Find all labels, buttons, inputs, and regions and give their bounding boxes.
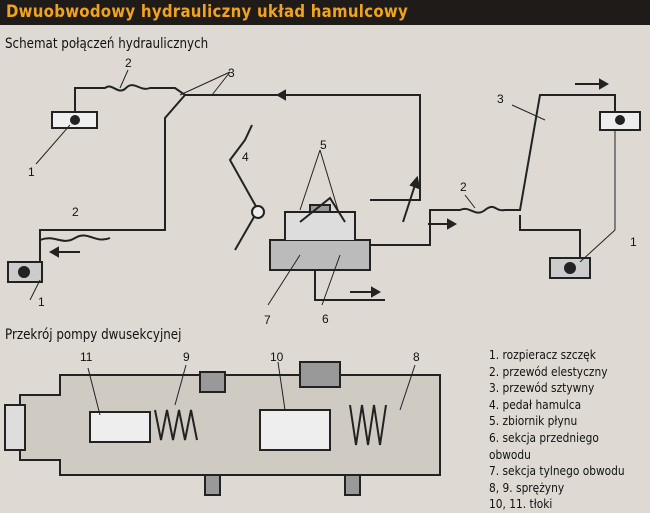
label-10: 10 [270,350,284,364]
label-1: 1 [38,295,45,309]
legend-item: 6. sekcja przedniego obwodu [489,429,599,462]
legend-item: 10, 11. tłoki [489,496,553,512]
legend-item: 2. przewód elestyczny [489,363,608,379]
label-4: 4 [242,150,249,164]
master-cylinder [269,196,371,271]
label-11: 11 [80,350,93,364]
label-6: 6 [322,312,329,326]
label-7: 7 [264,313,271,327]
label-3: 3 [228,66,235,80]
legend-item: 7. sekcja tylnego obwodu [489,463,625,479]
wheel-cylinder-rear-right [599,111,641,131]
legend-item: 3. przewód sztywny [489,380,595,396]
pump-cross-section [4,361,441,496]
label-1: 1 [630,235,637,249]
wheel-cylinder-front-right [549,257,591,279]
legend-item: 8, 9. sprężyny [489,479,565,495]
legend-item: 4. pedał hamulca [489,396,582,412]
label-9: 9 [183,350,190,364]
wheel-cylinder-rear-left [51,84,421,201]
label-3: 3 [497,92,504,106]
wheel-cylinder-front-left [7,261,43,283]
label-2: 2 [72,205,79,219]
label-2: 2 [460,180,467,194]
label-2: 2 [125,56,132,70]
label-1: 1 [28,165,35,179]
page-title: Dwuobwodowy hydrauliczny układ hamulcowy [6,2,408,22]
section-heading-scheme: Schemat połączeń hydraulicznych [5,36,209,52]
brake-pedal [228,124,265,251]
flex-hose-front-left [39,234,111,242]
label-8: 8 [413,350,420,364]
section-heading-pump: Przekrój pompy dwusekcyjnej [5,327,182,343]
leader-lines [29,69,616,416]
label-5: 5 [320,138,327,152]
legend-item: 1. rozpieracz szczęk [489,347,596,362]
pipe-right [370,94,616,246]
title-bar: Dwuobwodowy hydrauliczny układ hamulcowy [0,0,650,25]
legend-item: 5. zbiornik płynu [489,413,578,429]
legend: 1. rozpieracz szczęk 2. przewód elestycz… [489,347,626,513]
pipe-rear-left [39,94,186,262]
pipe-front-right [519,215,581,258]
pipe-front-circuit [314,270,385,301]
